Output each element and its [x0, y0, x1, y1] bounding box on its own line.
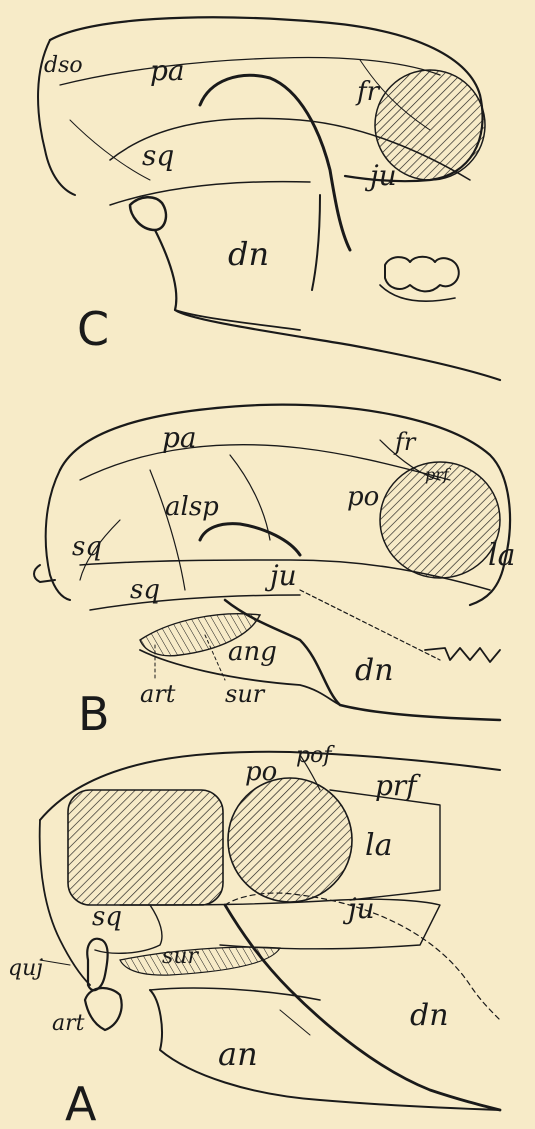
- panel-b-label-sq-lower: sq: [130, 575, 160, 605]
- panel-a-label-sq: sq: [92, 902, 122, 932]
- panel-b-label-prf: prf: [425, 465, 452, 484]
- panel-c-temporal-opening: [200, 75, 350, 250]
- panel-b-label-sur: sur: [225, 680, 266, 708]
- panel-a-label-quj: quj: [8, 956, 43, 981]
- panel-b-label-la: la: [488, 538, 515, 573]
- panel-c-label-sq: sq: [142, 139, 174, 172]
- panel-a-label-an: an: [218, 1035, 258, 1073]
- panel-b-label-dn: dn: [355, 653, 394, 688]
- panel-a-label-art: art: [52, 1011, 85, 1036]
- panel-b-label-ju: ju: [264, 559, 297, 592]
- panel-a-temporal-fenestra: [68, 790, 223, 905]
- panel-a-quadratojugal: [87, 939, 107, 991]
- panel-c-label-dso: dso: [44, 53, 83, 78]
- panel-b-label-sq-upper: sq: [72, 532, 102, 562]
- panel-a-label-ju: ju: [342, 892, 375, 925]
- panel-c-dentary: [155, 230, 500, 380]
- panel-c-label-ju: ju: [364, 159, 397, 192]
- panel-b-label-fr: fr: [393, 428, 417, 456]
- panel-b-temporal-opening: [200, 524, 300, 555]
- panel-c-label-pa: pa: [150, 54, 185, 87]
- panel-c-label-fr: fr: [355, 77, 381, 107]
- panel-b-label-po: po: [347, 482, 379, 512]
- panel-b-label-pa: pa: [162, 421, 197, 454]
- panel-c-teeth: [385, 257, 459, 292]
- panel-b-teeth: [425, 648, 500, 662]
- panel-c-label-dn: dn: [228, 235, 269, 273]
- panel-a-label-pof: pof: [296, 743, 335, 768]
- panel-c-letter: C: [77, 302, 109, 356]
- panel-a-articular: [85, 988, 122, 1030]
- panel-a-letter: A: [65, 1077, 97, 1129]
- panel-a-label-sur: sur: [162, 944, 199, 969]
- panel-b-label-art: art: [140, 680, 176, 708]
- panel-a-label-dn: dn: [410, 998, 449, 1033]
- panel-a-label-la: la: [365, 828, 392, 863]
- panel-c-jaw-articulation: [130, 197, 166, 230]
- panel-a-dentary: [225, 905, 500, 1110]
- panel-b-letter: B: [78, 687, 110, 741]
- panel-a-label-po: po: [245, 757, 277, 787]
- panel-a-orbit: [228, 778, 352, 902]
- panel-a-label-prf: prf: [375, 769, 421, 802]
- panel-b-label-alsp: alsp: [165, 492, 219, 522]
- panel-b-label-ang: ang: [228, 637, 277, 667]
